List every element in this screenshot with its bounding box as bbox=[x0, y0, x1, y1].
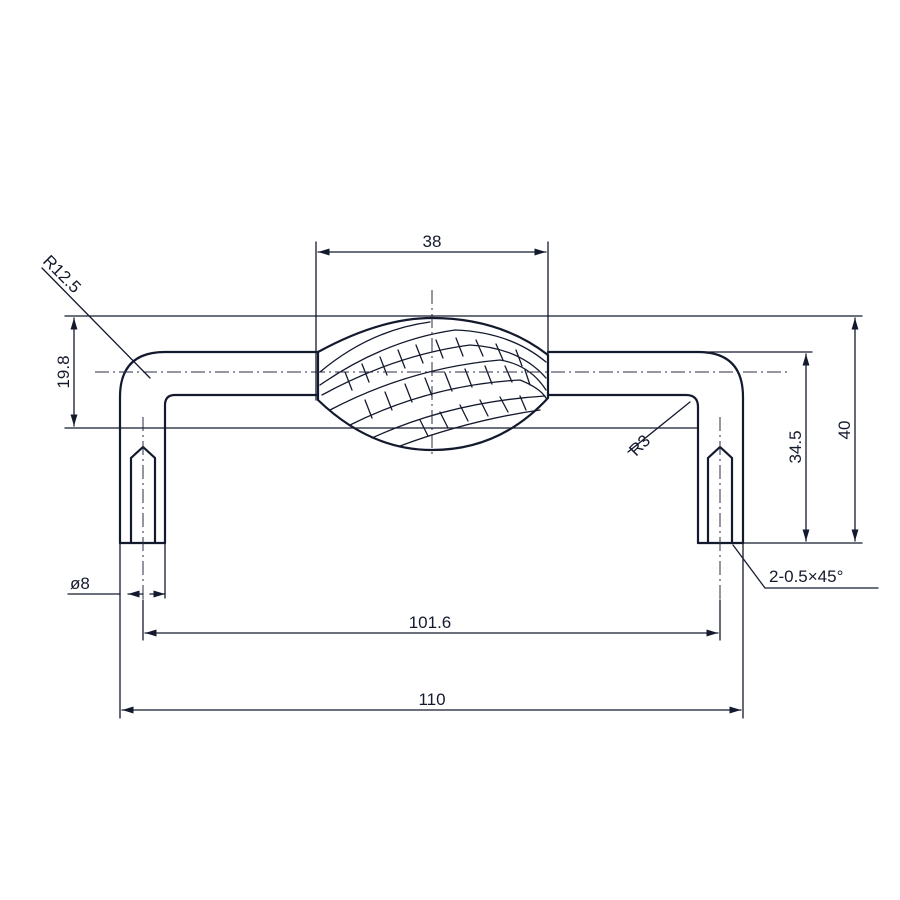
dim-label-r3: R3 bbox=[625, 431, 654, 460]
dimension-chamfer: 2-0.5×45° bbox=[732, 544, 879, 589]
right-threaded-hole bbox=[706, 417, 734, 600]
dimension-leg-diameter: ø8 bbox=[67, 574, 166, 598]
handle-inner-contour bbox=[163, 393, 700, 545]
dim-label-chamfer: 2-0.5×45° bbox=[769, 567, 843, 586]
dimension-grip-width: 38 bbox=[317, 232, 547, 256]
dim-label-110: 110 bbox=[418, 690, 445, 709]
dim-label-19-8: 19.8 bbox=[54, 355, 73, 388]
dimension-overall-length: 110 bbox=[121, 690, 742, 714]
dim-label-38: 38 bbox=[423, 232, 442, 251]
dimension-total-height: 40 bbox=[835, 317, 859, 542]
dimension-hole-spacing: 101.6 bbox=[144, 613, 719, 637]
dim-label-dia-8: ø8 bbox=[70, 574, 90, 593]
dim-label-34-5: 34.5 bbox=[786, 430, 805, 463]
dimension-inner-radius: R3 bbox=[625, 401, 691, 460]
left-threaded-hole bbox=[129, 417, 157, 600]
dimension-inner-height: 34.5 bbox=[786, 353, 810, 542]
extension-lines bbox=[64, 241, 863, 719]
dim-label-40: 40 bbox=[835, 421, 854, 440]
dim-label-r12-5: R12.5 bbox=[39, 251, 85, 297]
dimension-bar-thickness: 19.8 bbox=[54, 317, 78, 427]
dim-label-101-6: 101.6 bbox=[409, 613, 452, 632]
twisted-grip bbox=[316, 290, 550, 455]
